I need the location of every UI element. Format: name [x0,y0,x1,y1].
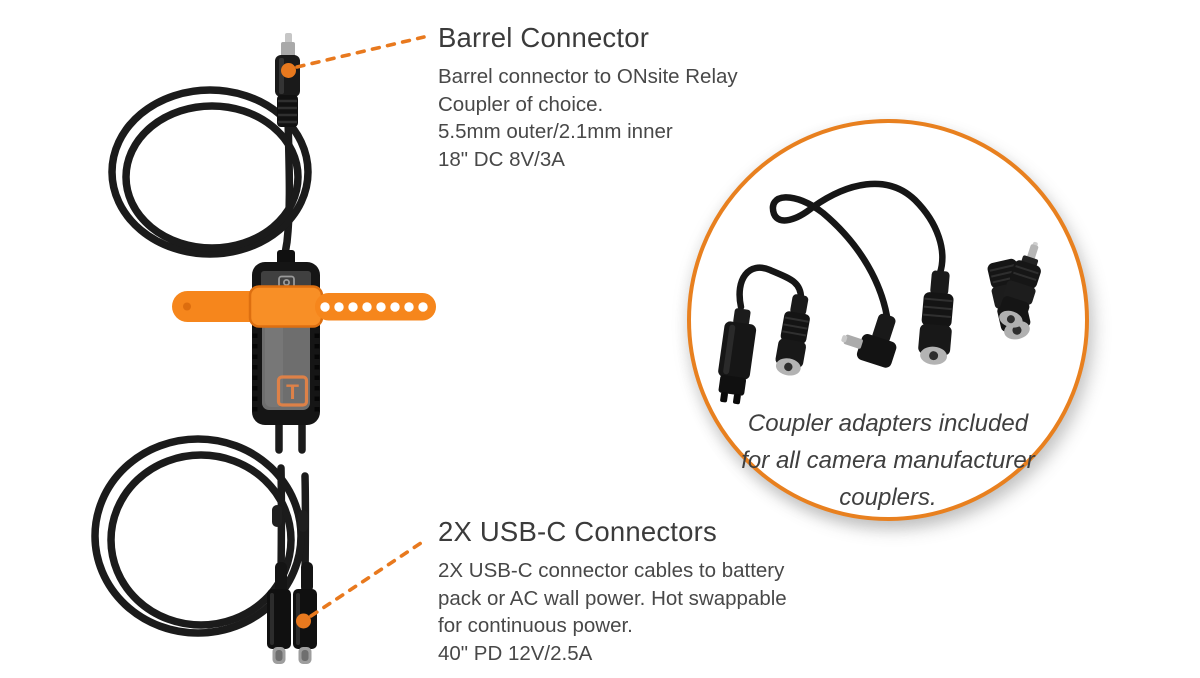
usbc-annotation-title: 2X USB-C Connectors [438,516,717,547]
leader-line-barrel [281,35,426,78]
device-body: T [252,250,320,425]
usbc-annotation-line: 40" PD 12V/2.5A [438,641,593,665]
barrel-connector-annotation: Barrel Connector Barrel connector to ONs… [438,22,738,173]
caption-line: for all camera manufacturer [741,447,1035,474]
usbc-annotation-line: pack or AC wall power. Hot swappable [438,586,787,610]
coupler-adapters-caption: Coupler adapters included for all camera… [716,405,1060,516]
bottom-cable-coil [91,435,305,637]
power-relay-device-illustration: T [91,33,436,664]
usbc-annotation-line: 2X USB-C connector cables to battery [438,559,785,582]
usbc-annotation-line: for continuous power. [438,614,633,637]
barrel-annotation-line: 5.5mm outer/2.1mm inner [438,120,673,143]
coupler-adapters-circle: Coupler adapters included for all camera… [687,119,1089,521]
strap-end-hole [183,302,191,311]
logo-letter: T [286,381,299,404]
strain-relief-ridges [278,99,297,124]
barrel-annotation-line: Coupler of choice. [438,92,604,116]
strap-buckle-wrap [248,285,324,328]
leader-dot-barrel [281,63,296,78]
strap-holes [320,302,428,312]
orange-strap [172,285,436,328]
adapter-right-angle-cable [769,180,954,368]
tether-tools-logo: T [276,375,309,407]
leader-dot-usbc [296,613,311,629]
caption-line: couplers. [839,484,937,511]
barrel-connector [275,33,300,127]
barrel-annotation-line: 18" DC 8V/3A [438,147,565,171]
usbc-connectors-annotation: 2X USB-C Connectors 2X USB-C connector c… [438,516,787,667]
adapter-pigtail-plug [718,264,810,405]
adapter-barrel-plug [999,241,1041,328]
usb-c-connector-left [267,562,291,664]
cable-splices [272,505,308,532]
leader-line-usbc [296,537,429,629]
top-cable-coil [108,86,312,258]
coupler-adapters-illustration [718,180,1041,405]
barrel-annotation-line: Barrel connector to ONsite Relay [438,65,738,88]
barrel-annotation-title: Barrel Connector [438,22,650,53]
caption-line: Coupler adapters included [747,410,1029,437]
